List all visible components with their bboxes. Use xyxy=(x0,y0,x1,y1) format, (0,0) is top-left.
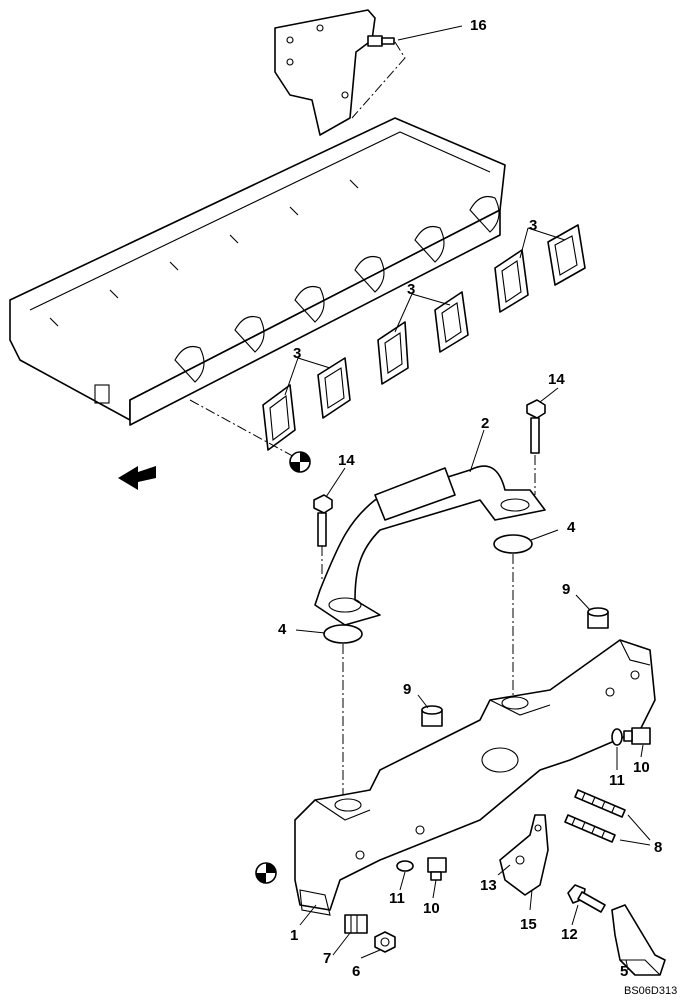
callout-16: 16 xyxy=(470,17,487,34)
cylinder-head xyxy=(9,117,506,426)
callout-5: 5 xyxy=(620,963,628,980)
callout-11-right: 11 xyxy=(609,772,625,789)
callout-13: 13 xyxy=(480,877,497,894)
callout-10-right: 10 xyxy=(633,759,650,776)
gasket-3-e xyxy=(494,249,529,313)
callout-14-left: 14 xyxy=(338,452,355,469)
gasket-3-c xyxy=(377,321,409,385)
callout-12: 12 xyxy=(561,926,578,943)
callout-11-left: 11 xyxy=(389,890,405,907)
nut-6 xyxy=(374,931,396,953)
callout-9-left: 9 xyxy=(403,681,411,698)
fitting-7 xyxy=(344,914,368,934)
bracket-13 xyxy=(499,814,549,896)
callout-3-right: 3 xyxy=(529,217,537,234)
bolt-16 xyxy=(367,35,395,47)
callout-8: 8 xyxy=(654,839,662,856)
callout-9-right: 9 xyxy=(562,581,570,598)
washer-11-right xyxy=(611,728,623,746)
reference-mark-top xyxy=(289,451,311,473)
bracket-5 xyxy=(611,904,666,976)
plug-9-left xyxy=(421,705,443,727)
bolt-14-left xyxy=(313,494,333,547)
gasket-3-a xyxy=(262,384,296,451)
bolt-14-right xyxy=(526,399,546,454)
mounting-bracket xyxy=(274,9,376,136)
stud-8-upper xyxy=(574,789,626,818)
gasket-ring-4-right xyxy=(493,534,533,554)
gasket-ring-4-left xyxy=(323,624,363,644)
gasket-3-f xyxy=(547,224,586,286)
callout-7: 7 xyxy=(323,950,331,967)
callout-1: 1 xyxy=(290,927,298,944)
callout-6: 6 xyxy=(352,963,360,980)
callout-4-right: 4 xyxy=(567,519,576,536)
gasket-3-b xyxy=(317,357,351,419)
washer-11-left xyxy=(396,860,414,872)
callout-2: 2 xyxy=(481,415,489,432)
stud-8-lower xyxy=(564,814,616,843)
callout-labels: 16 3 3 3 14 2 14 4 4 9 9 10 11 10 11 8 1… xyxy=(278,17,662,980)
figure-reference-code: BS06D313 xyxy=(624,985,677,997)
leader-lines xyxy=(284,25,651,971)
callout-4-left: 4 xyxy=(278,621,287,638)
reference-mark-bottom xyxy=(255,862,277,884)
callout-15: 15 xyxy=(520,916,537,933)
gasket-3-d xyxy=(434,291,469,353)
bolt-12 xyxy=(567,884,606,913)
callout-10-left: 10 xyxy=(423,900,440,917)
front-direction-arrow xyxy=(118,466,156,490)
plug-10-left xyxy=(427,857,447,881)
callout-14-right: 14 xyxy=(548,371,565,388)
exhaust-manifold-pipe xyxy=(314,465,546,626)
callout-3-left: 3 xyxy=(293,345,301,362)
plug-10-right xyxy=(623,727,651,745)
exhaust-manifold xyxy=(294,639,656,916)
plug-9-right xyxy=(587,607,609,629)
callout-3-middle: 3 xyxy=(407,281,415,298)
